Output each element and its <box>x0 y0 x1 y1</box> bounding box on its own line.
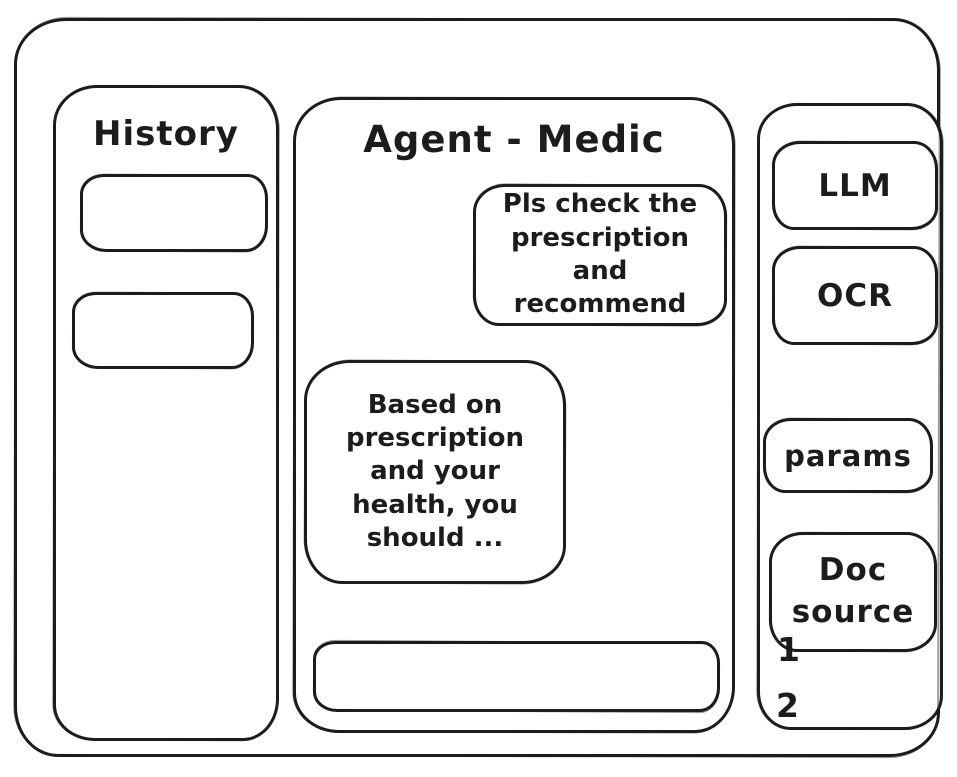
doc-source-list-item-2[interactable]: 2 <box>776 686 799 725</box>
tools-panel: LLM OCR params Doc source 1 2 <box>757 103 943 730</box>
app-window-frame: History Agent - Medic Pls check the pres… <box>14 18 943 757</box>
chat-input[interactable] <box>313 641 720 712</box>
history-title: History <box>93 114 239 154</box>
assistant-message-bubble: Based on prescription and your health, y… <box>304 360 566 584</box>
history-item[interactable] <box>72 292 254 369</box>
chat-title: Agent - Medic <box>363 118 665 161</box>
chat-panel: Agent - Medic Pls check the prescription… <box>293 97 735 733</box>
tool-button-doc-source[interactable]: Doc source <box>769 532 937 652</box>
history-item[interactable] <box>80 174 268 252</box>
doc-source-list-item-1[interactable]: 1 <box>777 630 800 669</box>
history-panel: History <box>53 85 279 741</box>
tool-button-ocr[interactable]: OCR <box>772 246 938 345</box>
tool-button-llm[interactable]: LLM <box>772 141 938 230</box>
user-message-bubble: Pls check the prescription and recommend <box>473 184 727 326</box>
tool-button-params[interactable]: params <box>763 418 933 493</box>
